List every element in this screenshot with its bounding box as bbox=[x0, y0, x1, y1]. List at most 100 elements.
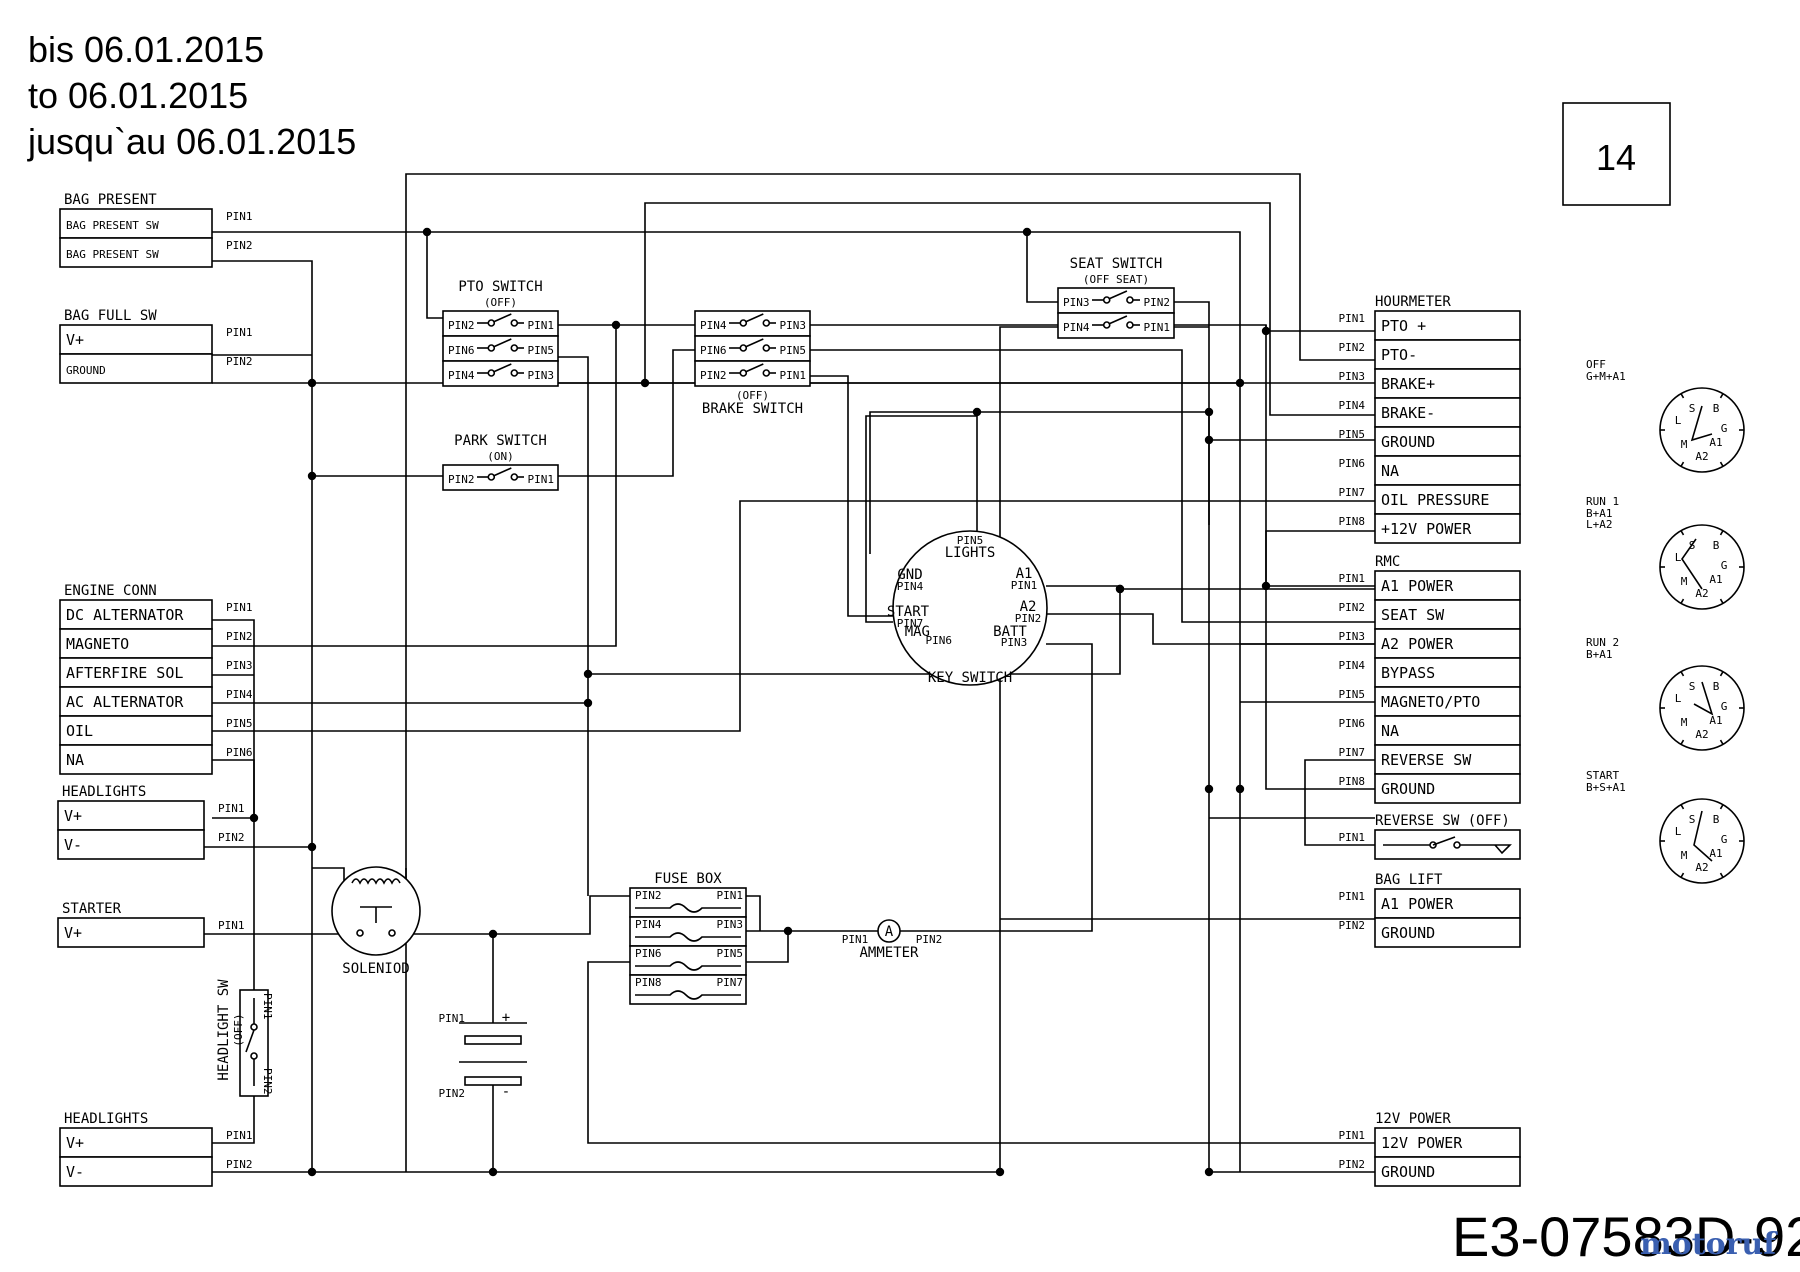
row-label: GROUND bbox=[1381, 433, 1435, 451]
row-label: GROUND bbox=[1381, 780, 1435, 798]
ks-pin: PIN6 bbox=[926, 634, 953, 647]
contact bbox=[510, 369, 519, 377]
junction-dot bbox=[488, 929, 498, 939]
connector-row bbox=[1374, 628, 1521, 659]
header-line-3: jusqu`au 06.01.2015 bbox=[27, 121, 356, 162]
pin-label: PIN8 bbox=[1339, 775, 1366, 788]
ks-a1: A1 bbox=[1016, 566, 1033, 582]
junction-dot bbox=[1022, 227, 1032, 237]
hs-blade bbox=[245, 1029, 255, 1053]
pin-label: PIN1 bbox=[1339, 890, 1366, 903]
switch-row bbox=[694, 335, 811, 362]
wire bbox=[588, 589, 1121, 675]
switch-row bbox=[442, 464, 559, 491]
pin-label: PIN8 bbox=[635, 976, 662, 989]
junction-dot bbox=[1204, 1167, 1214, 1177]
pin-label: PIN2 bbox=[226, 1158, 253, 1171]
ks-pin: PIN1 bbox=[1011, 579, 1038, 592]
switch-title: SEAT SWITCH bbox=[1070, 256, 1163, 272]
battery: PIN1+PIN2- bbox=[439, 1010, 527, 1100]
solenoid-contact bbox=[356, 929, 364, 937]
contact bbox=[510, 319, 519, 327]
connector-row bbox=[59, 1156, 213, 1187]
solenoid-contact bbox=[388, 929, 396, 937]
pin-label: PIN1 bbox=[226, 210, 253, 223]
connector-title: BAG LIFT bbox=[1375, 872, 1443, 888]
row-label: BAG PRESENT SW bbox=[66, 248, 159, 261]
row-label: NA bbox=[66, 751, 84, 769]
dial-tick bbox=[1680, 739, 1685, 745]
connector-row bbox=[1374, 455, 1521, 486]
dial-tick bbox=[1719, 739, 1724, 745]
blade bbox=[492, 467, 512, 477]
ammeter-pin: PIN1 bbox=[842, 933, 869, 946]
pin-label: PIN6 bbox=[1339, 457, 1366, 470]
connector-row bbox=[57, 829, 205, 860]
dial-tick bbox=[1680, 872, 1685, 878]
solenoid-title: SOLENIOD bbox=[342, 961, 409, 977]
ammeter-symbol: A bbox=[885, 924, 894, 940]
wire bbox=[869, 411, 1209, 554]
connector-row bbox=[59, 208, 213, 239]
battery-cell bbox=[464, 1076, 522, 1086]
junction-dot bbox=[488, 1167, 498, 1177]
solenoid: SOLENIOD bbox=[331, 866, 421, 977]
junction-dot bbox=[1235, 378, 1245, 388]
connector-title: HEADLIGHTS bbox=[62, 784, 146, 800]
key-position-combo: G+M+A1 bbox=[1586, 370, 1626, 383]
ks-pin: PIN3 bbox=[1001, 636, 1028, 649]
pin-label: PIN5 bbox=[528, 344, 555, 357]
pin-label: PIN1 bbox=[528, 473, 555, 486]
connector-row bbox=[59, 686, 213, 717]
pin-label: PIN1 bbox=[226, 1129, 253, 1142]
pin-label: PIN2 bbox=[226, 239, 253, 252]
row-label: MAGNETO bbox=[66, 635, 129, 653]
row-label: AC ALTERNATOR bbox=[66, 693, 184, 711]
connector-title: HEADLIGHTS bbox=[64, 1111, 148, 1127]
pin-label: PIN4 bbox=[1339, 399, 1366, 412]
dial-hand bbox=[1693, 681, 1714, 716]
junction-dot bbox=[307, 1167, 317, 1177]
row-label: NA bbox=[1381, 462, 1399, 480]
pin-label: PIN1 bbox=[528, 319, 555, 332]
switch-title: PARK SWITCH bbox=[454, 433, 547, 449]
pin-label: PIN3 bbox=[528, 369, 555, 382]
junction-dot bbox=[307, 842, 317, 852]
dial-letter: B bbox=[1713, 813, 1720, 826]
battery-cell bbox=[464, 1035, 522, 1045]
hs-pin: PIN2 bbox=[261, 1068, 274, 1095]
wire bbox=[746, 930, 878, 963]
fuse-symbol bbox=[635, 932, 741, 942]
wire bbox=[212, 231, 1241, 1172]
dial-letter: L bbox=[1675, 414, 1682, 427]
dial-letter: L bbox=[1675, 692, 1682, 705]
fuse-row bbox=[629, 887, 747, 918]
watermark: motoruf bbox=[1640, 1227, 1778, 1262]
pin-label: PIN7 bbox=[1339, 746, 1366, 759]
connector-row bbox=[1374, 657, 1521, 688]
ks-pin: PIN7 bbox=[897, 617, 924, 630]
pin-label: PIN1 bbox=[1339, 572, 1366, 585]
row-label: GROUND bbox=[1381, 924, 1435, 942]
connector-row bbox=[1374, 1156, 1521, 1187]
wire bbox=[212, 500, 1375, 732]
pin-label: PIN2 bbox=[700, 369, 727, 382]
hs-pin: PIN1 bbox=[261, 993, 274, 1020]
dial-letter: G bbox=[1721, 422, 1728, 435]
row-label: BRAKE+ bbox=[1381, 375, 1435, 393]
fuse-symbol bbox=[635, 990, 741, 1000]
row-label: MAGNETO/PTO bbox=[1381, 693, 1480, 711]
dial-tick bbox=[1680, 393, 1685, 399]
wire bbox=[999, 326, 1058, 1172]
connector-row bbox=[59, 324, 213, 355]
contact bbox=[510, 344, 519, 352]
contact bbox=[762, 344, 771, 352]
junction-dot bbox=[783, 926, 793, 936]
switch-row bbox=[694, 360, 811, 387]
wire bbox=[587, 961, 1375, 1144]
dial-letter: A2 bbox=[1695, 587, 1708, 600]
connector-title: 12V POWER bbox=[1375, 1111, 1451, 1127]
junction-dot bbox=[1204, 407, 1214, 417]
